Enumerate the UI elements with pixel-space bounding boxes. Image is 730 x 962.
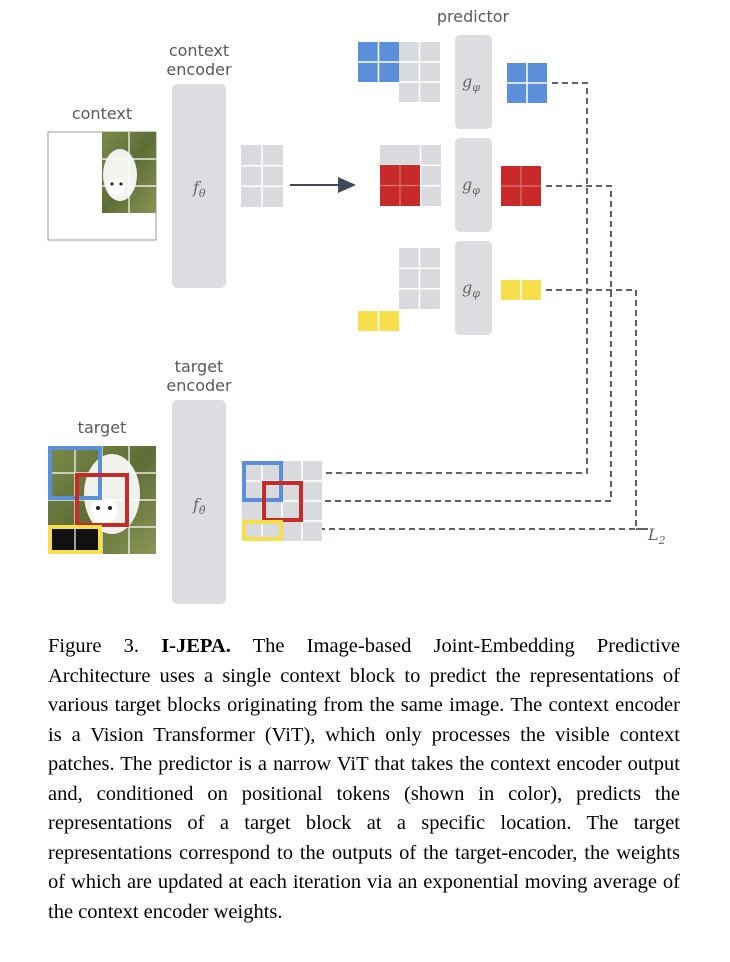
predictor-output-red <box>501 166 541 206</box>
context-embedding-grid <box>241 145 283 207</box>
context-label: context <box>72 104 132 123</box>
figure-caption: Figure 3. I-JEPA. The Image-based Joint-… <box>48 632 680 927</box>
predictor-block-2 <box>455 138 492 232</box>
target-encoder-function: fθ̄ <box>192 495 206 517</box>
predictor-function-3: gφ <box>462 278 480 300</box>
target-encoder-label-line1: target <box>175 357 224 376</box>
caption-figure-label: Figure 3. <box>48 635 140 657</box>
predictor-output-blue <box>507 63 547 103</box>
target-embedding-grid <box>242 461 322 541</box>
target-encoder-label-line2: encoder <box>166 376 232 395</box>
target-image <box>48 446 156 554</box>
predictor-block-3 <box>455 241 492 335</box>
caption-text: The Image-based Joint-Embedding Predicti… <box>48 635 680 923</box>
context-encoder-function: fθ <box>192 178 206 200</box>
context-encoder-label-line1: context <box>169 41 229 60</box>
context-encoder-label-line2: encoder <box>166 60 232 79</box>
context-image <box>47 131 157 241</box>
target-encoder-block <box>172 400 226 604</box>
ijepa-diagram: predictor context encoder context target… <box>47 7 666 604</box>
caption-title: I-JEPA. <box>161 635 231 657</box>
predictor-function-1: gφ <box>462 72 480 94</box>
predictor-input-yellow <box>358 248 440 331</box>
predictor-function-2: gφ <box>462 175 480 197</box>
predictor-block-1 <box>455 35 492 129</box>
predictor-input-blue <box>358 42 440 102</box>
target-label: target <box>78 418 127 437</box>
context-encoder-block <box>172 84 226 288</box>
predictor-output-yellow <box>501 280 541 300</box>
predictor-label: predictor <box>437 7 510 26</box>
predictor-input-red <box>380 145 441 206</box>
loss-label: L2 <box>647 525 666 547</box>
loss-connectors <box>296 82 648 530</box>
